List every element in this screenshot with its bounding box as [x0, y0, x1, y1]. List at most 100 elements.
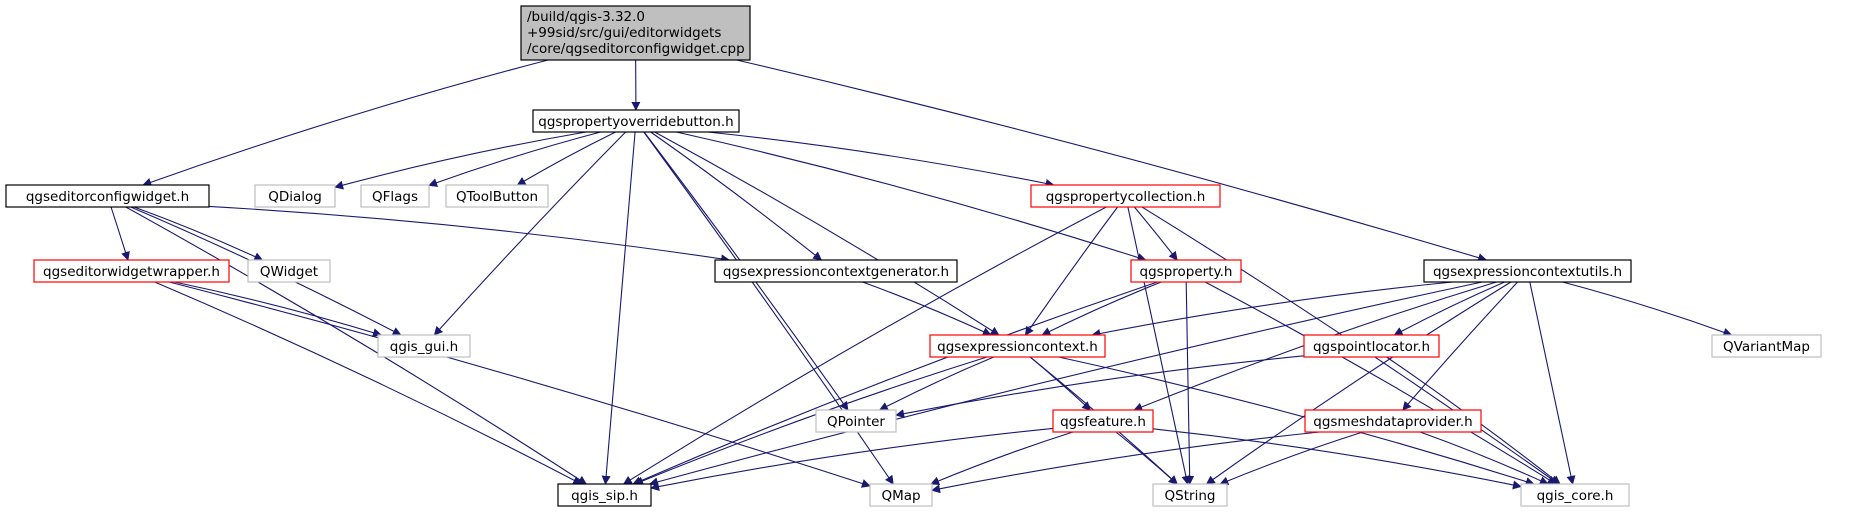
edge-qgspropertycollection-to-qstring	[1127, 206, 1191, 485]
node-label-qflags: QFlags	[372, 189, 418, 205]
node-box-qwidget	[247, 259, 331, 283]
node-box-qgseditorconfigwidget	[5, 184, 210, 208]
node-box-qdialog	[254, 184, 336, 208]
edge-qgspropertyoverridebutton-to-qgsexpressioncontextgenerator	[650, 131, 823, 261]
node-qgis_gui: qgis_gui.h	[377, 334, 471, 358]
edge-qgsexpressioncontextutils-to-qgsexpressioncontext	[1091, 281, 1453, 338]
node-qgsproperty[interactable]: qgsproperty.h	[1130, 259, 1242, 283]
edge-qgsmeshdataprovider-to-qmap	[931, 431, 1320, 494]
edge-qgspropertyoverridebutton-to-qmap	[643, 131, 894, 485]
edge-qgsfeature-to-qmap	[930, 431, 1074, 486]
edge-qgsfeature-to-qgis_core	[1152, 428, 1522, 490]
node-label-qgseditorwidgetwrapper: qgseditorwidgetwrapper.h	[43, 264, 220, 280]
edge-root-to-qgseditorconfigwidget	[142, 59, 549, 187]
node-box-qgis_core	[1520, 483, 1630, 507]
edge-qgsmeshdataprovider-to-qgis_core	[1419, 431, 1549, 485]
node-box-qgseditorwidgetwrapper	[33, 259, 230, 283]
edge-root-to-qgsexpressioncontextutils	[736, 59, 1488, 262]
node-box-qgsproperty	[1130, 259, 1242, 283]
edge-qgsexpressioncontextutils-to-qgis_core	[1529, 281, 1576, 485]
edge-qgsmeshdataprovider-to-qstring	[1219, 431, 1363, 486]
edge-qgsexpressioncontextutils-to-qvariantmap	[1562, 281, 1733, 337]
node-label-qgspropertycollection: qgspropertycollection.h	[1046, 189, 1206, 205]
node-qgis_sip[interactable]: qgis_sip.h	[557, 483, 652, 507]
node-label-qdialog: QDialog	[268, 189, 322, 205]
node-label-qgsexpressioncontextutils: qgsexpressioncontextutils.h	[1433, 264, 1622, 280]
edge-qgsexpressioncontextutils-to-qgsmeshdataprovider	[1402, 281, 1519, 411]
node-label-qstring: QString	[1165, 488, 1216, 504]
edge-qgseditorwidgetwrapper-to-qgis_gui	[174, 281, 382, 337]
node-qgsexpressioncontextutils[interactable]: qgsexpressioncontextutils.h	[1423, 259, 1632, 283]
node-label-qgis_core: qgis_core.h	[1537, 488, 1614, 504]
node-qgsexpressioncontext[interactable]: qgsexpressioncontext.h	[929, 334, 1106, 358]
edge-qgsexpressioncontextgenerator-to-qgsexpressioncontext	[862, 281, 992, 336]
edge-qgseditorconfigwidget-to-qgsexpressioncontextgenerator	[208, 205, 731, 264]
node-qgseditorconfigwidget[interactable]: qgseditorconfigwidget.h	[5, 184, 210, 208]
edge-qgspointlocator-to-qpointer	[895, 355, 1305, 419]
node-box-qgspointlocator	[1303, 334, 1440, 358]
node-qgspropertyoverridebutton[interactable]: qgspropertyoverridebutton.h	[532, 109, 740, 133]
node-box-qpointer	[815, 409, 897, 433]
node-label-qgis_gui: qgis_gui.h	[390, 339, 458, 355]
edge-qgsexpressioncontextutils-to-qgspointlocator	[1393, 281, 1505, 336]
edge-qgsproperty-to-qgis_core	[1204, 281, 1557, 485]
edge-qgsproperty-to-qstring	[1185, 281, 1195, 485]
edge-qgspropertyoverridebutton-to-qgsexpressioncontext	[654, 131, 1000, 336]
edge-qgsexpressioncontextutils-to-qstring	[1205, 281, 1512, 485]
edge-qgspropertyoverridebutton-to-qgis_sip	[601, 131, 636, 485]
node-label-qgsmeshdataprovider: qgsmeshdataprovider.h	[1313, 414, 1472, 430]
node-label-root-line-0: /build/qgis-3.32.0	[527, 9, 645, 25]
node-box-qgis_gui	[377, 334, 471, 358]
edge-qgseditorconfigwidget-to-qgis_sip	[125, 206, 587, 485]
node-box-qgsexpressioncontextgenerator	[714, 259, 958, 283]
node-qstring: QString	[1152, 483, 1228, 507]
edge-qgspropertycollection-to-qgsproperty	[1133, 206, 1178, 261]
node-qgsfeature[interactable]: qgsfeature.h	[1052, 409, 1154, 433]
edges-layer	[110, 59, 1733, 494]
nodes-layer: /build/qgis-3.32.0+99sid/src/gui/editorw…	[5, 5, 1822, 507]
edge-qgsproperty-to-qgis_sip	[632, 281, 1158, 485]
edge-qgsfeature-to-qgis_sip	[650, 427, 1054, 491]
node-label-root-line-2: /core/qgseditorconfigwidget.cpp	[527, 41, 745, 57]
node-box-qgsmeshdataprovider	[1304, 409, 1482, 433]
node-box-qstring	[1152, 483, 1228, 507]
node-box-root	[520, 5, 751, 61]
node-box-qgsexpressioncontext	[929, 334, 1106, 358]
edge-qgsexpressioncontext-to-qpointer	[878, 356, 995, 411]
node-label-qgsfeature: qgsfeature.h	[1060, 414, 1146, 430]
edge-qgseditorwidgetwrapper-to-qgis_sip	[154, 281, 583, 485]
edge-qgspropertyoverridebutton-to-qgsproperty	[676, 131, 1147, 262]
node-box-qvariantmap	[1711, 334, 1822, 358]
node-box-qmap	[869, 483, 933, 507]
node-qgspointlocator[interactable]: qgspointlocator.h	[1303, 334, 1440, 358]
node-label-root-line-1: +99sid/src/gui/editorwidgets	[527, 25, 721, 41]
node-qdialog: QDialog	[254, 184, 336, 208]
node-box-qtoolbutton	[445, 184, 549, 208]
node-label-qmap: QMap	[881, 488, 920, 504]
node-box-qgspropertyoverridebutton	[532, 109, 740, 133]
edge-qgseditorconfigwidget-to-qgseditorwidgetwrapper	[110, 206, 130, 261]
node-qgsexpressioncontextgenerator[interactable]: qgsexpressioncontextgenerator.h	[714, 259, 958, 283]
edge-qgsproperty-to-qgsexpressioncontext	[1041, 281, 1162, 336]
edge-qgspropertyoverridebutton-to-qtoolbutton	[516, 131, 616, 186]
node-qvariantmap: QVariantMap	[1711, 334, 1822, 358]
node-qgseditorwidgetwrapper[interactable]: qgseditorwidgetwrapper.h	[33, 259, 230, 283]
node-label-qgis_sip: qgis_sip.h	[571, 488, 638, 504]
node-label-qtoolbutton: QToolButton	[456, 189, 538, 205]
edge-qgseditorwidgetwrapper-to-qmap	[169, 281, 871, 488]
node-qwidget: QWidget	[247, 259, 331, 283]
edge-qgsexpressioncontext-to-qgis_sip	[634, 356, 988, 486]
node-box-qgsexpressioncontextutils	[1423, 259, 1632, 283]
node-box-qflags	[360, 184, 430, 208]
node-qmap: QMap	[869, 483, 933, 507]
edge-qgspropertycollection-to-qgis_sip	[622, 206, 1107, 485]
node-qpointer: QPointer	[815, 409, 897, 433]
node-root[interactable]: /build/qgis-3.32.0+99sid/src/gui/editorw…	[520, 5, 751, 61]
node-label-qwidget: QWidget	[260, 264, 318, 280]
node-qgspropertycollection[interactable]: qgspropertycollection.h	[1030, 184, 1221, 208]
node-qgsmeshdataprovider[interactable]: qgsmeshdataprovider.h	[1304, 409, 1482, 433]
edge-qgsexpressioncontextutils-to-qgis_sip	[648, 281, 1483, 487]
node-box-qgspropertycollection	[1030, 184, 1221, 208]
node-box-qgis_sip	[557, 483, 652, 507]
